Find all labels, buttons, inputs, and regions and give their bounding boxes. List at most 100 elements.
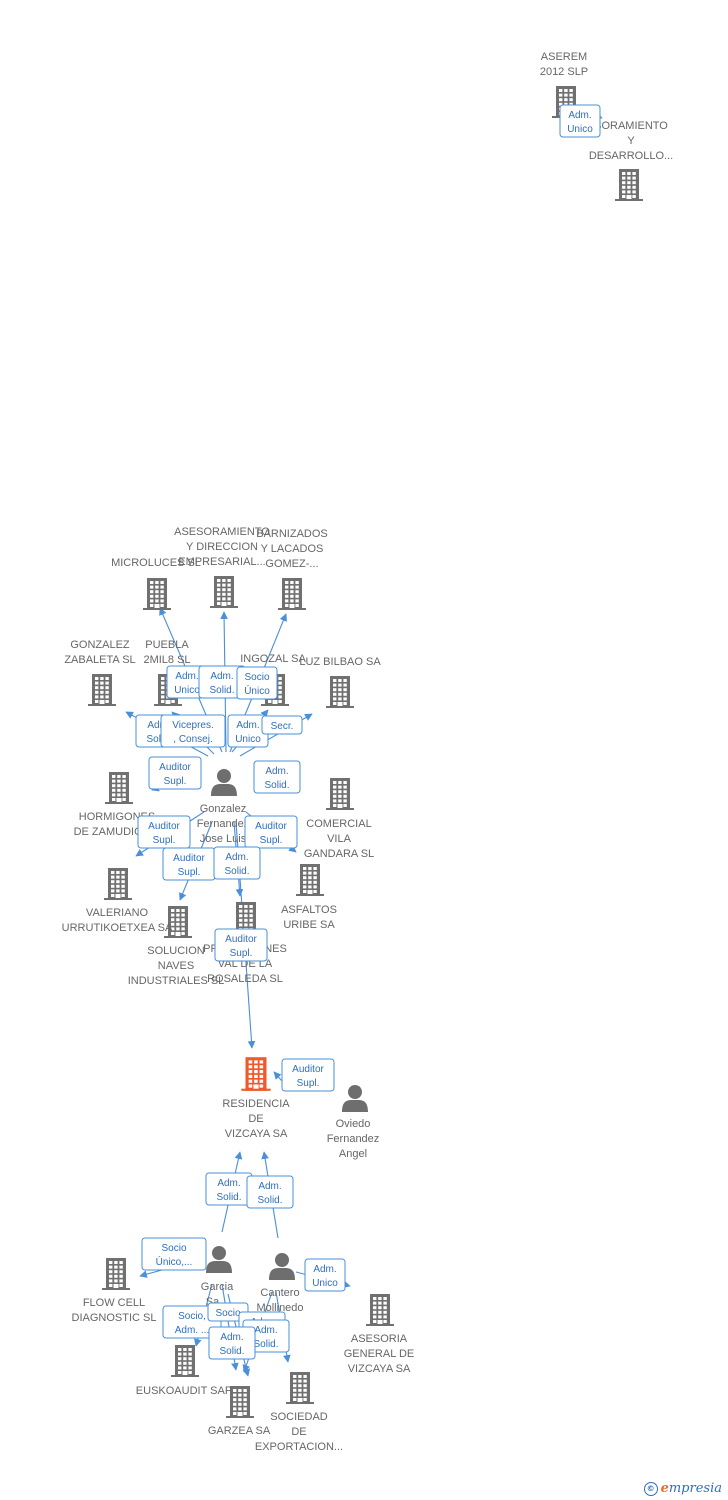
- node-label: INGOZAL SA: [240, 653, 306, 665]
- building-icon: [326, 778, 354, 810]
- company-node-hormigones[interactable]: [105, 772, 133, 804]
- brand-logo[interactable]: ©empresia: [643, 1481, 722, 1496]
- edge-label[interactable]: Adm.Solid.: [205, 1172, 253, 1206]
- building-icon: [210, 576, 238, 608]
- company-node-asesoramiento_desarrollo[interactable]: [615, 169, 643, 201]
- edge-label[interactable]: Adm.Solid.: [246, 1175, 294, 1209]
- edge-label[interactable]: Adm.Unico: [166, 665, 208, 699]
- svg-text:Adm.Solid.: Adm.Solid.: [264, 766, 289, 791]
- company-node-luz_bilbao[interactable]: [326, 676, 354, 708]
- building-icon: [164, 906, 192, 938]
- company-node-barnizados[interactable]: [278, 578, 306, 610]
- building-icon: [88, 674, 116, 706]
- company-node-asesoramiento_direccion[interactable]: [210, 576, 238, 608]
- building-icon: [102, 1258, 130, 1290]
- building-icon: [278, 578, 306, 610]
- edge-label[interactable]: Adm.Solid.: [253, 760, 301, 794]
- building-icon: [615, 169, 643, 201]
- edge-label[interactable]: Socio,Adm. ...: [162, 1305, 222, 1339]
- svg-text:Secr.: Secr.: [271, 721, 294, 732]
- svg-text:Adm.Solid.: Adm.Solid.: [224, 852, 249, 877]
- building-icon: [171, 1345, 199, 1377]
- edge-label[interactable]: Vicepres., Consej.: [160, 714, 226, 748]
- company-node-asfaltos[interactable]: [296, 864, 324, 896]
- building-icon: [104, 868, 132, 900]
- person-node-gonzalez_person[interactable]: [211, 769, 237, 796]
- edge-label[interactable]: Secr.: [261, 715, 303, 735]
- person-node-garcia[interactable]: [206, 1246, 232, 1273]
- building-icon: [226, 1386, 254, 1418]
- company-node-valeriano[interactable]: [104, 868, 132, 900]
- edge-label[interactable]: Adm.Unico: [304, 1258, 346, 1292]
- building-icon: [105, 772, 133, 804]
- svg-text:Adm.Solid.: Adm.Solid.: [253, 1325, 278, 1350]
- building-icon: [296, 864, 324, 896]
- edge-label[interactable]: Adm.Solid.: [208, 1326, 256, 1360]
- person-icon: [342, 1085, 368, 1112]
- company-node-solucion_naves[interactable]: [164, 906, 192, 938]
- edge-label[interactable]: Adm.Solid.: [213, 846, 261, 880]
- svg-text:Socio: Socio: [215, 1308, 240, 1319]
- company-node-residencia[interactable]: [241, 1057, 271, 1091]
- building-icon: [286, 1372, 314, 1404]
- building-icon: [326, 676, 354, 708]
- person-node-oviedo[interactable]: [342, 1085, 368, 1112]
- svg-text:Vicepres., Consej.: Vicepres., Consej.: [172, 720, 214, 745]
- svg-text:Adm.Unico: Adm.Unico: [312, 1264, 338, 1289]
- node-label: GARZEA SA: [208, 1425, 271, 1437]
- svg-text:Adm.Solid.: Adm.Solid.: [257, 1181, 282, 1206]
- person-icon: [269, 1253, 295, 1280]
- node-label: EUSKOAUDIT SAP: [136, 1385, 232, 1397]
- person-node-cantero[interactable]: [269, 1253, 295, 1280]
- company-node-microluces[interactable]: [143, 578, 171, 610]
- company-node-asesoria_general[interactable]: [366, 1294, 394, 1326]
- copyright-icon: ©: [643, 1482, 658, 1496]
- edge-label[interactable]: Adm.Unico: [559, 104, 601, 138]
- company-node-flow_cell[interactable]: [102, 1258, 130, 1290]
- building-icon: [143, 578, 171, 610]
- building-icon: [241, 1057, 271, 1091]
- company-node-euskoaudit[interactable]: [171, 1345, 199, 1377]
- building-icon: [366, 1294, 394, 1326]
- company-node-comercial_vila[interactable]: [326, 778, 354, 810]
- svg-text:Adm.Solid.: Adm.Solid.: [219, 1332, 244, 1357]
- company-node-gonzalez_zabaleta[interactable]: [88, 674, 116, 706]
- node-label: MICROLUCES SL: [111, 557, 201, 569]
- svg-text:Adm.Unico: Adm.Unico: [567, 110, 593, 135]
- svg-text:Adm.Solid.: Adm.Solid.: [216, 1178, 241, 1203]
- company-node-garzea[interactable]: [226, 1386, 254, 1418]
- svg-text:Adm.Unico: Adm.Unico: [174, 671, 200, 696]
- company-node-sociedad_exportacion[interactable]: [286, 1372, 314, 1404]
